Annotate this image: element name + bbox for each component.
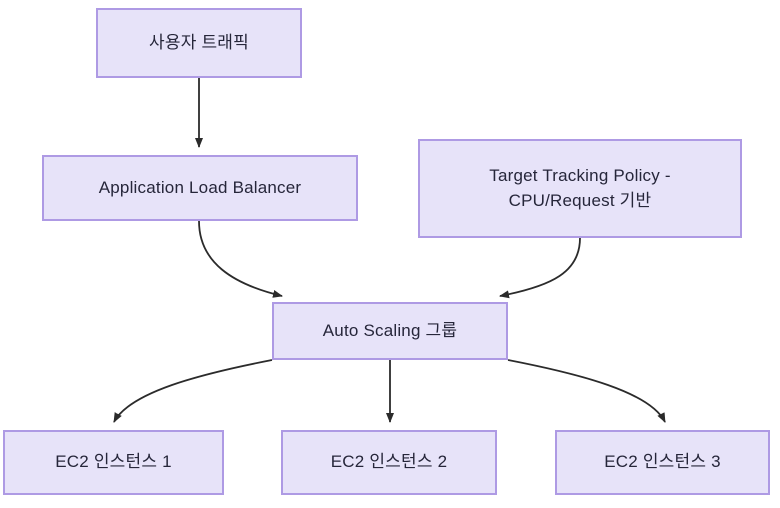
node-user-traffic[interactable]: 사용자 트래픽 [96,8,302,78]
node-application-load-balancer-label: Application Load Balancer [98,177,302,197]
node-ec2-instance-1-label: EC2 인스턴스 1 [55,452,172,472]
node-ec2-instance-3[interactable]: EC2 인스턴스 3 [555,430,770,495]
edge-alb-to-asg [198,220,283,298]
node-ec2-instance-1[interactable]: EC2 인스턴스 1 [3,430,224,495]
node-target-tracking-policy[interactable]: Target Tracking Policy - CPU/Request 기반 [418,139,742,238]
node-user-traffic-label: 사용자 트래픽 [149,32,249,52]
node-ec2-instance-3-label: EC2 인스턴스 3 [604,452,721,472]
node-auto-scaling-group[interactable]: Auto Scaling 그룹 [272,302,508,360]
node-auto-scaling-group-label: Auto Scaling 그룹 [322,320,458,340]
edge-asg-to-ec2-1 [113,359,273,423]
edge-asg-to-ec2-3 [507,359,666,423]
edge-policy-to-asg [499,237,581,299]
node-ec2-instance-2[interactable]: EC2 인스턴스 2 [281,430,497,495]
node-target-tracking-policy-label: Target Tracking Policy - CPU/Request 기반 [489,165,671,210]
node-ec2-instance-2-label: EC2 인스턴스 2 [330,452,448,472]
node-application-load-balancer[interactable]: Application Load Balancer [42,155,358,221]
